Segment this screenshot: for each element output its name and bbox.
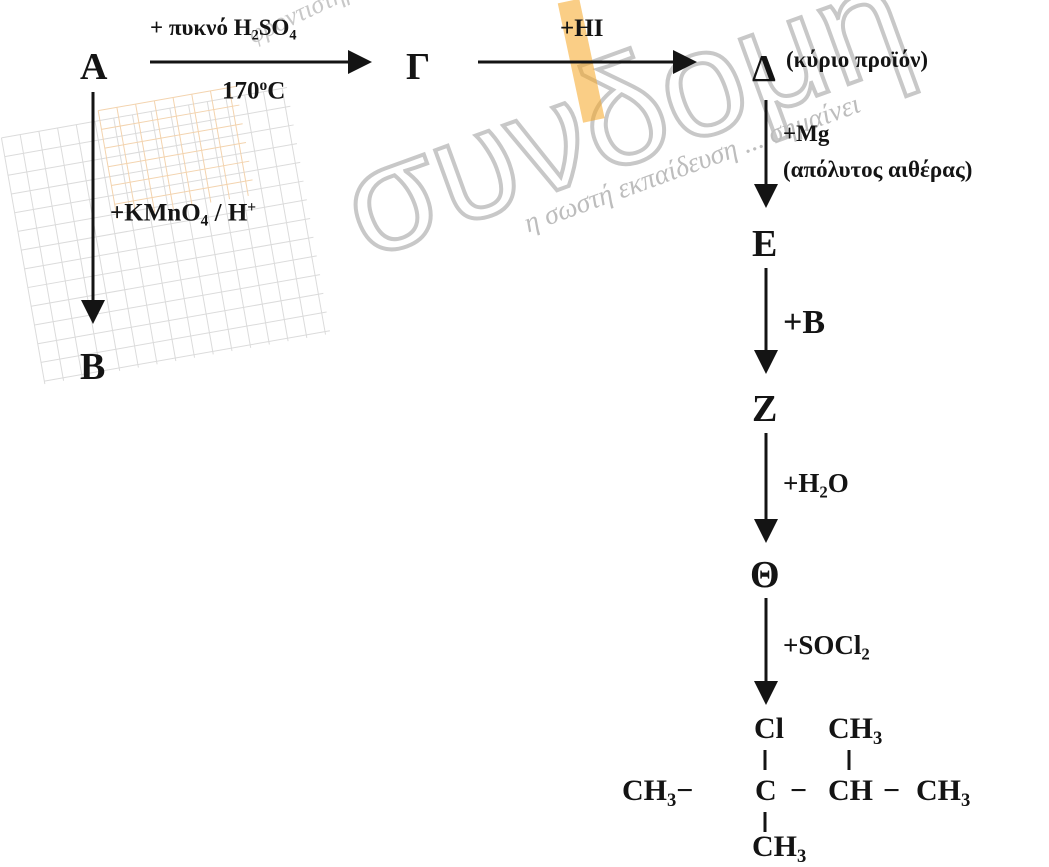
condition-g-to-d: +HI xyxy=(560,15,604,42)
condition-d-note: (κύριο προϊόν) xyxy=(786,47,929,72)
condition-z-to-th: +H2O xyxy=(783,468,849,502)
final-product-cl: Cl xyxy=(754,712,784,745)
arrowhead-a-to-g xyxy=(348,50,372,74)
condition-a-to-g-top: + πυκνό H2SO4 xyxy=(150,15,297,44)
final-product-right-ch: CH xyxy=(828,774,873,807)
compound-g: Γ xyxy=(406,46,431,88)
arrowhead-th-to-final xyxy=(754,681,778,705)
condition-d-to-e-reagent: +Mg xyxy=(783,121,830,146)
compound-d: Δ xyxy=(752,48,776,90)
final-product-top-ch3: CH3 xyxy=(828,712,883,749)
final-product-center-c: C xyxy=(755,774,777,807)
condition-th-to-final: +SOCl2 xyxy=(783,630,870,664)
arrowhead-e-to-z xyxy=(754,350,778,374)
arrowhead-g-to-d xyxy=(673,50,697,74)
final-product-end-ch3: CH3 xyxy=(916,774,971,811)
condition-a-to-g-bottom: 170oC xyxy=(222,77,286,105)
compound-b: B xyxy=(80,346,106,388)
final-product-left-ch3: CH3− xyxy=(622,774,694,811)
final-product-dash-2: − xyxy=(883,774,901,807)
arrowhead-z-to-th xyxy=(754,519,778,543)
compound-z: Z xyxy=(752,388,778,430)
compound-a: A xyxy=(80,46,108,88)
final-product-dash-1: − xyxy=(790,774,808,807)
compound-e: E xyxy=(752,223,778,265)
condition-e-to-z: +B xyxy=(783,304,826,341)
graph-paper-watermark xyxy=(0,85,331,385)
final-product-bottom-ch3: CH3 xyxy=(752,830,807,867)
arrowhead-a-to-b xyxy=(81,300,105,324)
condition-a-to-b: +KMnO4 / H+ xyxy=(110,199,257,230)
compound-th: Θ xyxy=(750,554,780,596)
condition-d-to-e-solvent: (απόλυτος αιθέρας) xyxy=(783,157,973,182)
arrowhead-d-to-e xyxy=(754,184,778,208)
